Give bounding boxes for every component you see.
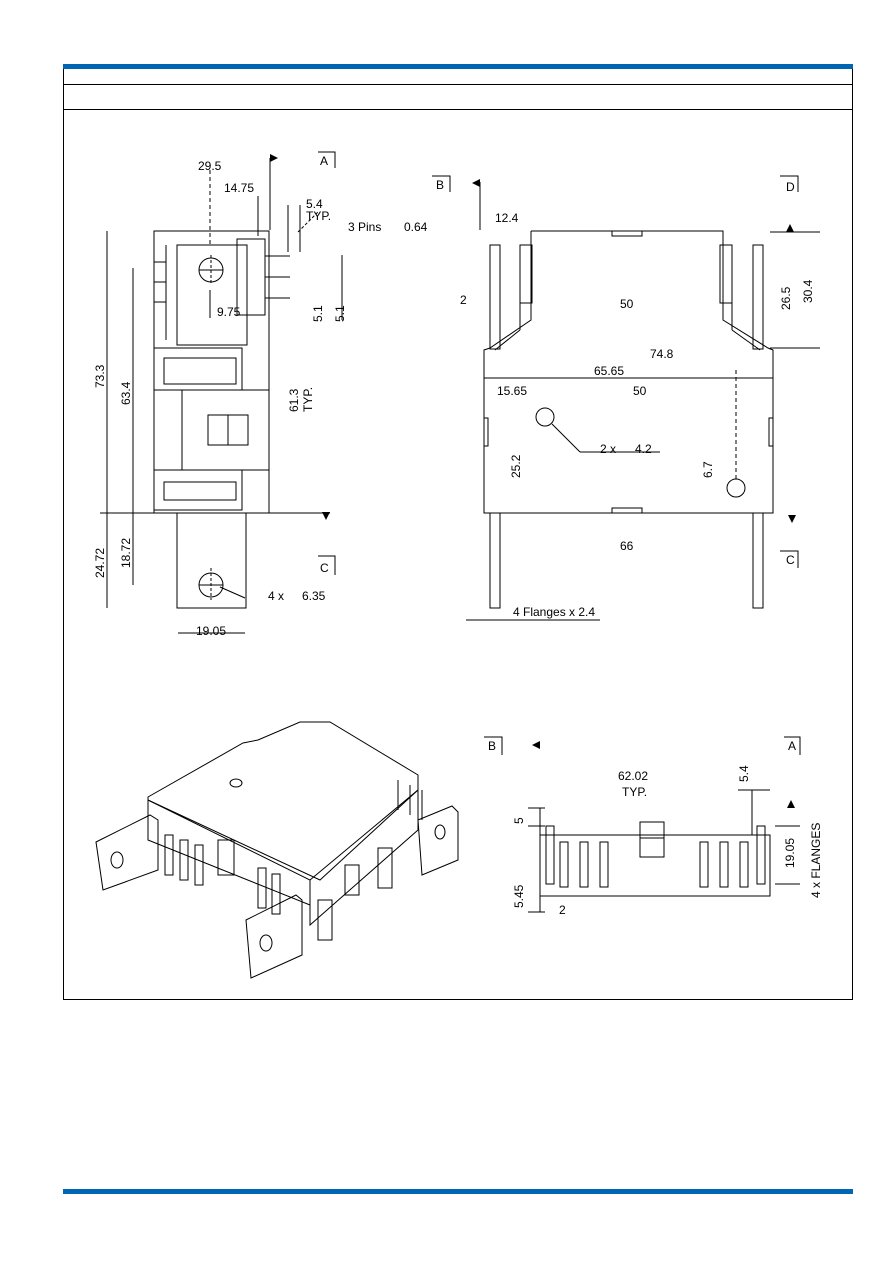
side-view-labels: A 29.5 14.75 5.4 TYP. 3 Pins 0.64 9.75 5… xyxy=(93,154,428,638)
dim-62-02: 62.02 xyxy=(618,769,648,783)
relay-body-outline xyxy=(153,230,270,514)
dim-5-4-end: 5.4 xyxy=(737,765,751,782)
iso-hole xyxy=(229,778,243,788)
dim-19-05: 19.05 xyxy=(196,624,226,638)
dim-26-5: 26.5 xyxy=(779,286,793,310)
dim-typ-2: TYP. xyxy=(301,387,315,412)
bottom-accent-rule xyxy=(63,1189,853,1194)
dim-5-end: 5 xyxy=(512,817,526,824)
dim-73-3: 73.3 xyxy=(93,364,107,388)
connector-housing xyxy=(176,244,248,346)
top-accent-rule xyxy=(63,64,853,69)
dim-63-4: 63.4 xyxy=(119,381,133,405)
side-view xyxy=(100,151,343,634)
dim-66: 66 xyxy=(620,539,634,553)
holes-label: 4 x xyxy=(268,589,284,603)
end-view xyxy=(484,736,801,913)
relay-top-outline xyxy=(483,230,774,514)
dim-74-8: 74.8 xyxy=(650,347,674,361)
isometric-view xyxy=(95,721,459,979)
end-view-labels: B A 62.02 TYP. 5.4 5 5.45 2 19.05 4 x FL… xyxy=(488,739,823,917)
holes2-label: 2 x xyxy=(600,442,616,456)
dim-30-4: 30.4 xyxy=(801,279,815,303)
dim-29-5: 29.5 xyxy=(198,159,222,173)
dim-50-a: 50 xyxy=(620,297,634,311)
dim-5-1-b: 5.1 xyxy=(333,305,347,322)
dim-9-75: 9.75 xyxy=(217,305,241,319)
ref-d-label: D xyxy=(786,180,795,194)
top-view-labels: B D 12.4 2 50 26.5 30.4 74.8 65.65 15.65… xyxy=(436,178,815,619)
end-body-outline xyxy=(539,834,771,897)
ref-a-label: A xyxy=(320,154,328,168)
hole-dia-label: 6.35 xyxy=(302,589,326,603)
dim-5-45: 5.45 xyxy=(512,884,526,908)
dim-61-3: 61.3 xyxy=(287,388,301,412)
iso-tab-left xyxy=(95,814,159,891)
pins-label: 3 Pins xyxy=(348,220,381,234)
dim-2-end: 2 xyxy=(559,903,566,917)
ref-a-label-2: A xyxy=(788,739,796,753)
iso-front-face xyxy=(147,799,311,906)
ref-b-label-2: B xyxy=(488,739,496,753)
ref-c-label-2: C xyxy=(786,553,795,567)
mount-hole-a xyxy=(535,407,555,427)
dim-24-72: 24.72 xyxy=(93,548,107,578)
dim-50-b: 50 xyxy=(633,384,647,398)
top-view xyxy=(432,175,820,621)
dim-5-1-a: 5.1 xyxy=(311,305,325,322)
dim-6-7: 6.7 xyxy=(701,461,715,478)
flanges-end-label: 4 x FLANGES xyxy=(809,823,823,898)
pin-size-label: 0.64 xyxy=(404,220,428,234)
dim-5-4: 5.4 xyxy=(306,197,323,211)
flanges-label: 4 Flanges x 2.4 xyxy=(513,605,595,619)
ref-b-label: B xyxy=(436,178,444,192)
dim-14-75: 14.75 xyxy=(224,181,254,195)
pin-header xyxy=(236,238,266,316)
drawing-frame xyxy=(63,69,853,1000)
dim-typ-3: TYP. xyxy=(622,785,647,799)
iso-tab-front xyxy=(245,894,303,979)
dim-12-4: 12.4 xyxy=(495,211,519,225)
dim-18-72: 18.72 xyxy=(119,538,133,568)
dim-19-05-end: 19.05 xyxy=(783,838,797,868)
end-connector xyxy=(639,821,665,858)
mount-hole-b xyxy=(726,478,746,498)
iso-tab-right xyxy=(417,805,459,876)
dim-2: 2 xyxy=(460,293,467,307)
header-band xyxy=(63,84,853,110)
hole2-dia-label: 4.2 xyxy=(635,442,652,456)
dim-15-65: 15.65 xyxy=(497,384,527,398)
dim-typ: TYP. xyxy=(306,209,331,223)
dim-65-65: 65.65 xyxy=(594,364,624,378)
dim-25-2: 25.2 xyxy=(509,454,523,478)
ref-c-label: C xyxy=(320,561,329,575)
